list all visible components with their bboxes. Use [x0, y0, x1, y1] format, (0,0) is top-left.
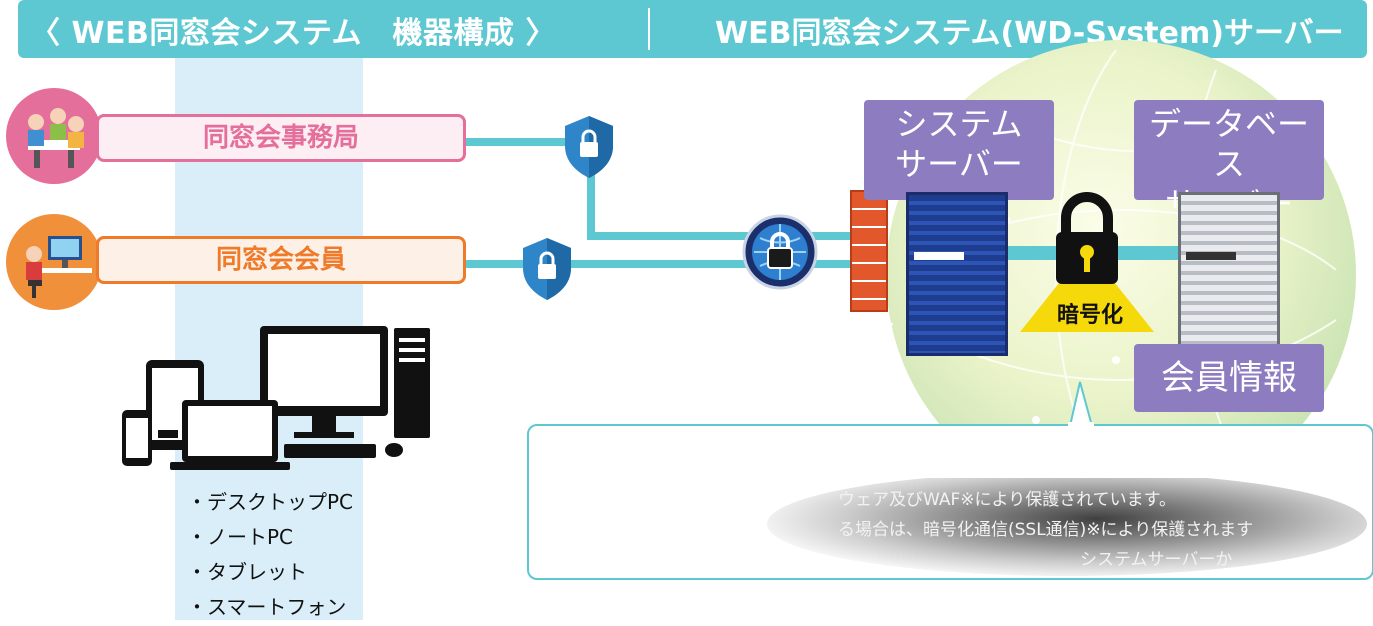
database-server-tower — [1178, 192, 1280, 356]
diagram-title: 〈 WEB同窓会システム 機器構成 〉 — [30, 16, 556, 51]
member-role-box: 同窓会会員 — [96, 236, 466, 284]
callout-line-3: システムサーバーか — [1080, 550, 1233, 570]
callout-pointer — [1068, 381, 1094, 428]
header-separator — [648, 8, 650, 50]
database-server-label: データベース サーバー — [1134, 100, 1324, 223]
system-server-tower — [906, 192, 1008, 356]
globe-lock-icon — [742, 214, 818, 290]
device-list: ・デスクトップPC ・ノートPC ・タブレット ・スマートフォン — [187, 485, 353, 625]
device-list-item: ・ノートPC — [187, 525, 294, 549]
encryption-lock-icon — [1020, 192, 1154, 332]
callout-line-1: ウェア及びWAF※により保護されています。 — [838, 490, 1176, 510]
database-server-panel — [1186, 252, 1236, 260]
system-server-label-line2: サーバー — [895, 145, 1023, 183]
system-server-label: システム サーバー — [864, 100, 1054, 200]
shield-lock-icon — [565, 116, 613, 178]
firewall-icon — [850, 190, 888, 312]
callout-shadow — [767, 478, 1367, 576]
server-section-title: WEB同窓会システム(WD-System)サーバー — [715, 16, 1344, 51]
member-info-label: 会員情報 — [1134, 344, 1324, 412]
member-line — [460, 260, 870, 268]
system-server-panel — [914, 252, 964, 260]
database-server-label-line1: データベース — [1148, 105, 1309, 183]
office-role-box: 同窓会事務局 — [96, 114, 466, 162]
admin-line-vertical — [587, 138, 595, 240]
devices-illustration — [122, 326, 430, 470]
office-staff-illustration — [6, 88, 102, 184]
member-at-computer-illustration — [6, 214, 102, 310]
encryption-label: 暗号化 — [1056, 303, 1123, 328]
device-list-item: ・スマートフォン — [187, 595, 347, 619]
shield-lock-icon — [523, 238, 571, 300]
callout-line-2: る場合は、暗号化通信(SSL通信)※により保護されます — [838, 520, 1254, 540]
admin-line-lower — [587, 232, 867, 240]
admin-line — [460, 138, 595, 146]
device-list-item: ・デスクトップPC — [187, 490, 354, 514]
system-server-label-line1: システム — [895, 105, 1023, 143]
firewall-label: F — [882, 320, 895, 341]
device-list-item: ・タブレット — [187, 560, 307, 584]
